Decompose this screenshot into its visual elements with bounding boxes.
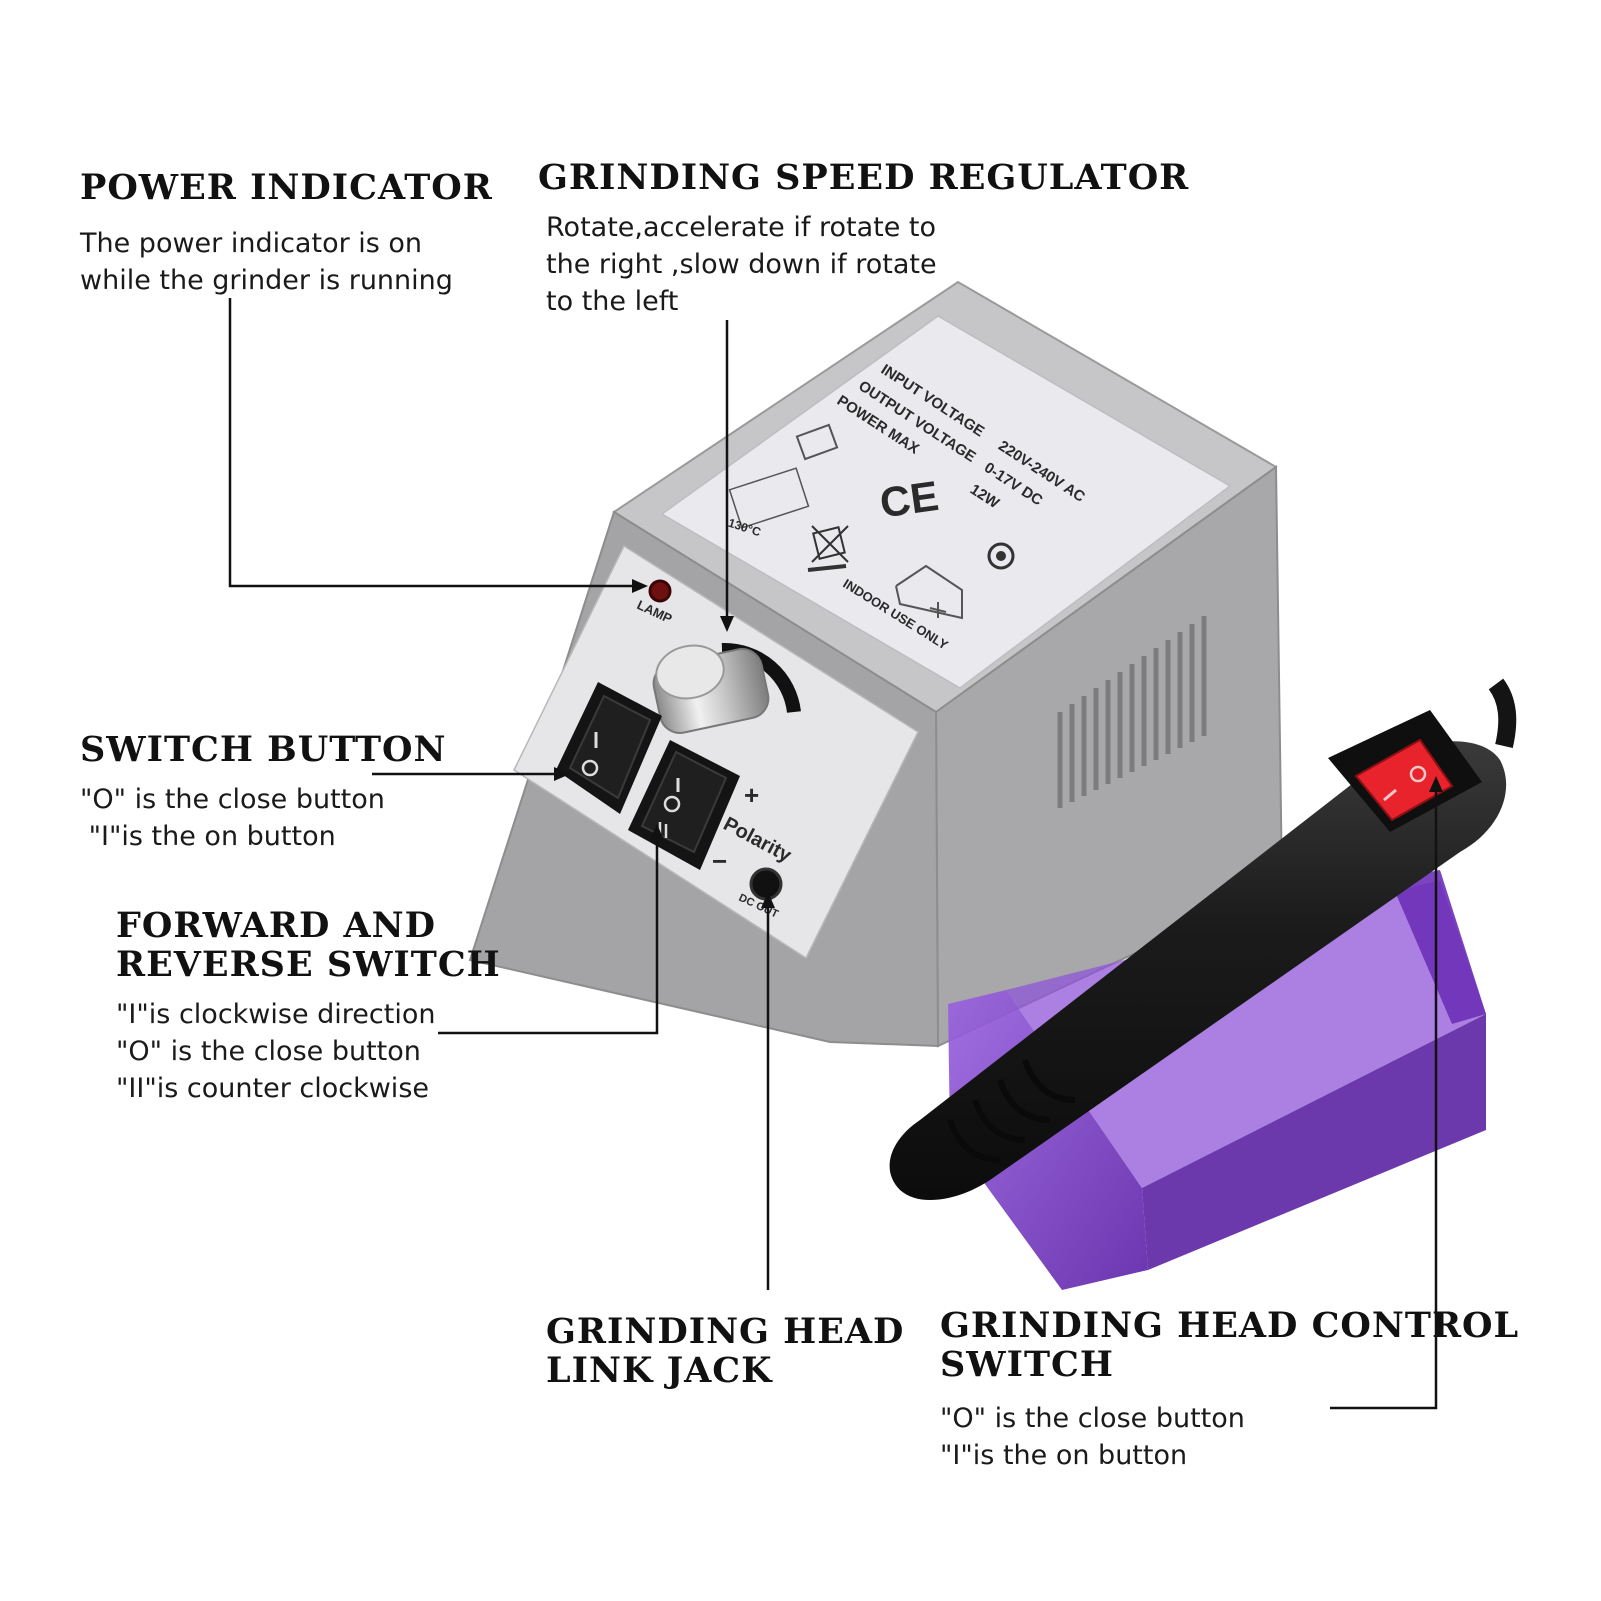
callout-power-indicator: POWER INDICATOR The power indicator is o… — [80, 168, 493, 299]
front-panel — [513, 544, 919, 960]
link-jack-title-1: GRINDING HEAD — [546, 1311, 905, 1352]
callout-forward-reverse: FORWARD AND REVERSE SWITCH "I"is clockwi… — [116, 906, 501, 1107]
arrow-heads — [554, 579, 1443, 908]
leader-lines — [228, 298, 1438, 1410]
head-control-line-2: "I"is the on button — [940, 1440, 1188, 1471]
forward-reverse-line-2: "O" is the close button — [116, 1036, 421, 1067]
forward-reverse-line-1: "I"is clockwise direction — [116, 999, 436, 1030]
double-insulation-icon — [795, 423, 839, 461]
speed-regulator-line-1: Rotate,accelerate if rotate to — [546, 212, 936, 243]
handpiece-stand — [948, 870, 1486, 1290]
speed-regulator-line-3: to the left — [546, 286, 679, 317]
dc-jack[interactable] — [749, 867, 783, 901]
speed-knob[interactable] — [650, 639, 801, 736]
thermal-fuse-icon — [728, 467, 810, 529]
power-lamp — [648, 579, 672, 603]
handpiece-grip-rings — [947, 1058, 1076, 1163]
callout-switch-button: SWITCH BUTTON "O" is the close button "I… — [80, 730, 447, 855]
callout-link-jack: GRINDING HEAD LINK JACK — [546, 1312, 904, 1390]
power-indicator-line-2: while the grinder is running — [80, 265, 453, 296]
callout-head-control: GRINDING HEAD CONTROL SWITCH "O" is the … — [940, 1306, 1519, 1474]
power-indicator-title: POWER INDICATOR — [80, 167, 493, 208]
speed-regulator-title: GRINDING SPEED REGULATOR — [538, 157, 1190, 198]
link-jack-title-2: LINK JACK — [546, 1350, 773, 1391]
power-indicator-line-1: The power indicator is on — [80, 228, 423, 259]
polarity-plus: + — [744, 780, 759, 810]
forward-reverse-line-3: "II"is counter clockwise — [116, 1073, 429, 1104]
power-switch[interactable] — [556, 682, 662, 814]
switch-button-line-1: "O" is the close button — [80, 784, 385, 815]
weee-bin-icon — [807, 525, 849, 572]
spec-sticker — [660, 315, 1232, 689]
side-vents — [1057, 616, 1207, 808]
handpiece-switch[interactable] — [1328, 710, 1482, 832]
power-indicator-line — [228, 298, 632, 588]
head-control-title-1: GRINDING HEAD CONTROL — [940, 1305, 1520, 1346]
control-box: INPUT VOLTAGE 220V-240V AC OUTPUT VOLTAG… — [468, 280, 1284, 1048]
switch-button-line-2: "I"is the on button — [80, 821, 336, 852]
grinder-handpiece — [889, 678, 1517, 1201]
head-control-line-1: "O" is the close button — [940, 1403, 1245, 1434]
forward-reverse-title-1: FORWARD AND — [116, 905, 437, 946]
ce-mark: CE — [877, 472, 941, 527]
polarity-minus: − — [712, 846, 727, 876]
callout-speed-regulator: GRINDING SPEED REGULATOR Rotate,accelera… — [538, 158, 1189, 320]
switch-button-title: SWITCH BUTTON — [80, 729, 447, 770]
forward-reverse-title-2: REVERSE SWITCH — [116, 944, 501, 985]
head-control-line — [1330, 784, 1438, 1410]
speed-regulator-line-2: the right ,slow down if rotate — [546, 249, 937, 280]
head-control-title-2: SWITCH — [940, 1344, 1114, 1385]
safety-mark-icon — [987, 542, 1015, 570]
forward-reverse-line — [438, 832, 659, 1035]
indoor-house-icon — [895, 564, 963, 620]
